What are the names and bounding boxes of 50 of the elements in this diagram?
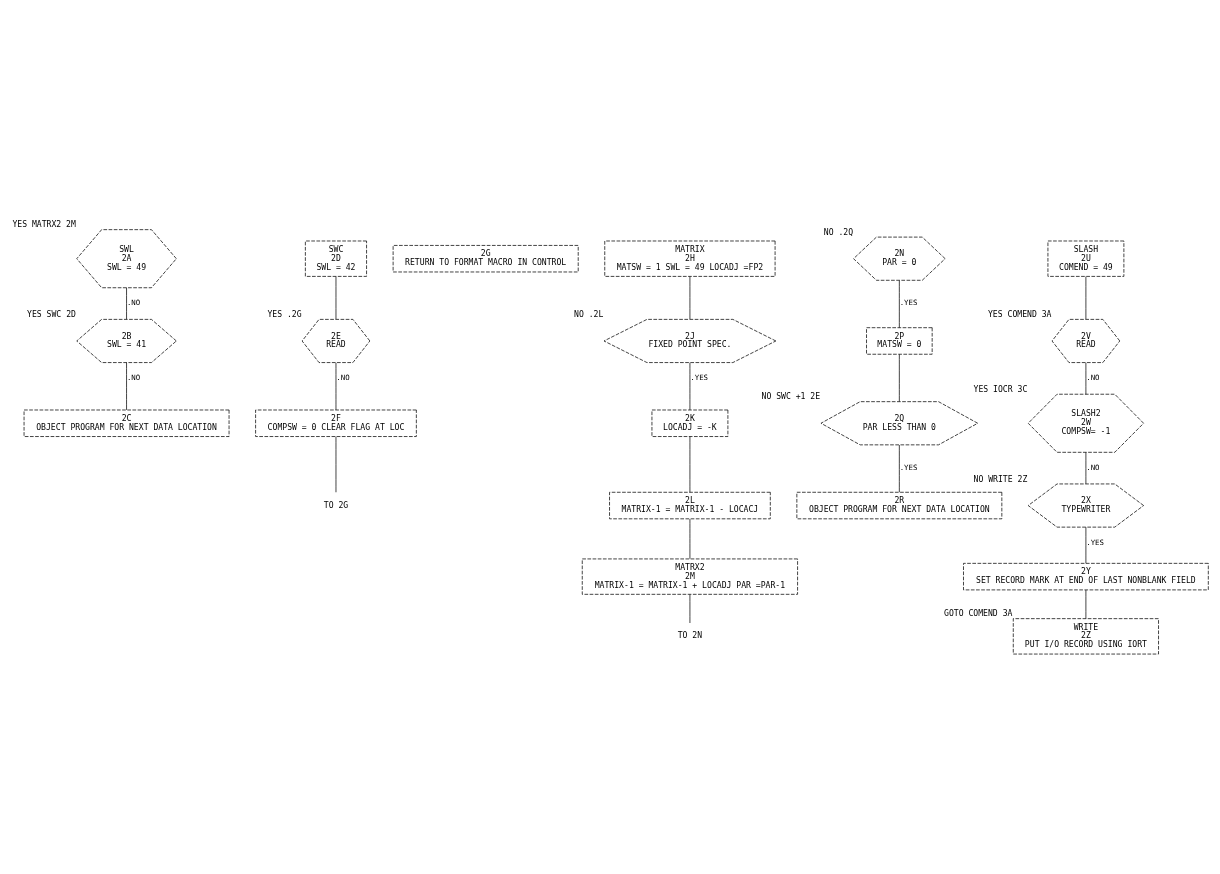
node-label: GOTO COMEND 3A [944, 607, 1013, 618]
edge-label: .NO [1086, 462, 1100, 472]
connector [1085, 361, 1087, 395]
edge-label: .NO [126, 297, 141, 307]
connector [1085, 526, 1087, 564]
edge-label: .NO [1086, 372, 1100, 382]
connector [1085, 275, 1087, 319]
node-label: NO SWC +1 2E [761, 390, 821, 401]
connector [689, 361, 691, 410]
node-label: NO WRITE 2Z [973, 473, 1028, 484]
edge-label: .NO [126, 372, 141, 382]
node-box: 2L MATRIX-1 = MATRIX-1 - LOCACJ [609, 491, 771, 519]
connector [689, 435, 691, 493]
node-box: SLASH 2U COMEND = 49 [1047, 240, 1125, 277]
edge-label: .YES [690, 372, 709, 382]
connector [898, 279, 900, 328]
connector [689, 593, 691, 623]
connector [1085, 589, 1087, 619]
edge-label: .YES [1086, 537, 1104, 547]
node-box: 2C OBJECT PROGRAM FOR NEXT DATA LOCATION [23, 409, 230, 437]
connector [335, 361, 337, 410]
connector [1085, 451, 1087, 484]
node-label: NO .2L [574, 308, 604, 319]
node-box: 2R OBJECT PROGRAM FOR NEXT DATA LOCATION [796, 491, 1003, 519]
edge-label: .NO [336, 372, 350, 382]
node-label: YES .2G [267, 308, 302, 319]
node-box: 2Y SET RECORD MARK AT END OF LAST NONBLANK FIELD [963, 562, 1209, 590]
edge-label: .YES [899, 462, 918, 472]
connector [689, 275, 691, 319]
node-text: TO 2N [677, 629, 703, 640]
node-text: TO 2G [323, 499, 349, 510]
node-box: MATRIX 2H MATSW = 1 SWL = 49 LOCADJ =FP2 [604, 240, 776, 277]
node-label: YES IOCR 3C [973, 383, 1028, 394]
connector [126, 361, 127, 410]
node-box: 2K LOCADJ = -K [651, 409, 729, 437]
node-box: MATRX2 2M MATRIX-1 = MATRIX-1 + LOCADJ PAR =PAR-1 [581, 558, 798, 595]
node-box: 2P MATSW = 0 [866, 326, 933, 355]
node-label: NO .2Q [823, 226, 854, 237]
edge-label: .YES [899, 297, 918, 307]
node-box: WRITE 2Z PUT I/O RECORD USING IORT [1012, 617, 1159, 654]
node-label: YES COMEND 3A [988, 308, 1052, 319]
node-box: 2G RETURN TO FORMAT MACRO IN CONTROL [392, 244, 579, 272]
connector [335, 435, 337, 493]
connector [335, 275, 337, 319]
node-label: YES MATRX2 2M [12, 218, 76, 229]
node-box: 2F COMPSW = 0 CLEAR FLAG AT LOC [255, 409, 417, 437]
node-label: YES SWC 2D [27, 308, 76, 319]
node-box: SWC 2D SWL = 42 [305, 240, 367, 277]
connector [898, 353, 900, 402]
connector [126, 286, 127, 320]
